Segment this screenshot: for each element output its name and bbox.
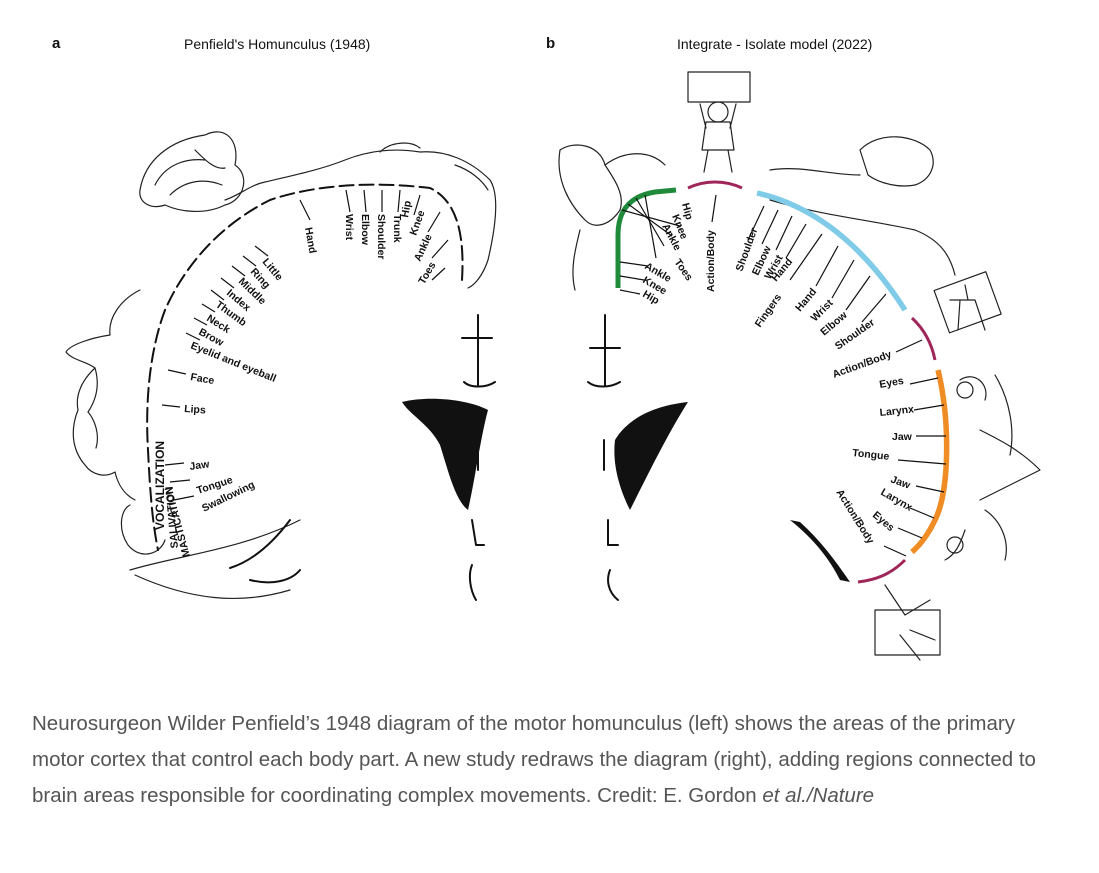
label-wrist-a: Wrist [343, 214, 355, 241]
label-jaw-b-bottom: Jaw [889, 474, 913, 492]
arc-feet-green [615, 187, 677, 288]
panel-a-title: Penfield's Homunculus (1948) [184, 36, 370, 52]
label-shoulder-a: Shoulder [375, 214, 387, 260]
label-action-body-b-bottom: Action/Body [833, 487, 876, 546]
label-face-a: Face [189, 371, 215, 387]
label-vocalization-a: VOCALIZATION [153, 441, 167, 530]
labels-left-a: Little Ring Middle Index Thumb Neck Brow… [184, 256, 285, 514]
caption-text: Neurosurgeon Wilder Penfield’s 1948 diag… [32, 712, 1036, 807]
label-elbow-a: Elbow [359, 214, 371, 246]
label-ankle-a: Ankle [412, 232, 435, 263]
face-mouth-illustration [944, 374, 1041, 561]
figure-caption: Neurosurgeon Wilder Penfield’s 1948 diag… [32, 706, 1062, 814]
label-eyes-b-top: Eyes [878, 375, 904, 391]
label-tongue-b: Tongue [852, 447, 890, 463]
arc-face-orange [910, 369, 950, 555]
label-action-body-b-mid: Action/Body [831, 348, 893, 380]
caption-credit-italic: et al./Nature [762, 784, 875, 807]
labels-top-a: Toes Ankle Knee Hip Trunk Shoulder Elbow… [302, 200, 438, 287]
ticks-b [619, 194, 947, 557]
arc-hands-blue [756, 190, 908, 312]
label-hip-a: Hip [399, 200, 414, 219]
panel-b: b Integrate - Isolate model (2022) [546, 35, 1041, 661]
neck-illustration [129, 519, 301, 600]
label-jaw-a: Jaw [189, 458, 211, 473]
ticks-top-a [299, 189, 449, 281]
label-toes-a: Toes [416, 260, 438, 287]
label-jaw-b-top: Jaw [892, 431, 913, 443]
puppet-right-illustration [933, 271, 1002, 334]
label-toes-b: Toes [672, 257, 696, 283]
puppet-bottom-illustration [874, 584, 941, 661]
panel-b-letter: b [546, 35, 555, 52]
label-fingers-b: Fingers [753, 292, 785, 330]
label-hip-b-top: Hip [679, 202, 695, 221]
label-larynx-b-top: Larynx [879, 403, 915, 419]
label-lips-a: Lips [184, 403, 207, 416]
label-salivation-a: SALIVATION [164, 486, 181, 549]
vertical-labels-a: VOCALIZATION SALIVATION MASTICATION [153, 441, 193, 558]
homunculus-figure: a Penfield's Homunculus (1948) [52, 35, 1041, 661]
panel-b-title: Integrate - Isolate model (2022) [677, 36, 872, 52]
arc-action-bottom [857, 558, 907, 584]
label-action-body-b-top: Action/Body [705, 230, 717, 292]
label-eyes-b-bottom: Eyes [870, 509, 897, 534]
brain-illustration [139, 131, 497, 289]
ticks-left-a [161, 245, 269, 501]
label-hand-a: Hand [302, 226, 318, 254]
face-illustration [65, 289, 166, 555]
label-trunk-a: Trunk [391, 214, 403, 243]
puppet-top-illustration [687, 71, 751, 173]
panel-a: a Penfield's Homunculus (1948) [52, 35, 497, 601]
arc-action-top [687, 180, 743, 190]
labels-right-b: Action/Body Eyes Larynx Jaw Tongue Jaw L… [831, 348, 915, 546]
cross-section-a [229, 314, 496, 601]
arc-action-right [910, 316, 937, 361]
cross-section-b [587, 314, 850, 601]
label-larynx-b-bottom: Larynx [879, 486, 915, 514]
cortex-arc-a [146, 183, 464, 551]
foot-illustration [558, 144, 666, 291]
panel-a-letter: a [52, 35, 61, 52]
